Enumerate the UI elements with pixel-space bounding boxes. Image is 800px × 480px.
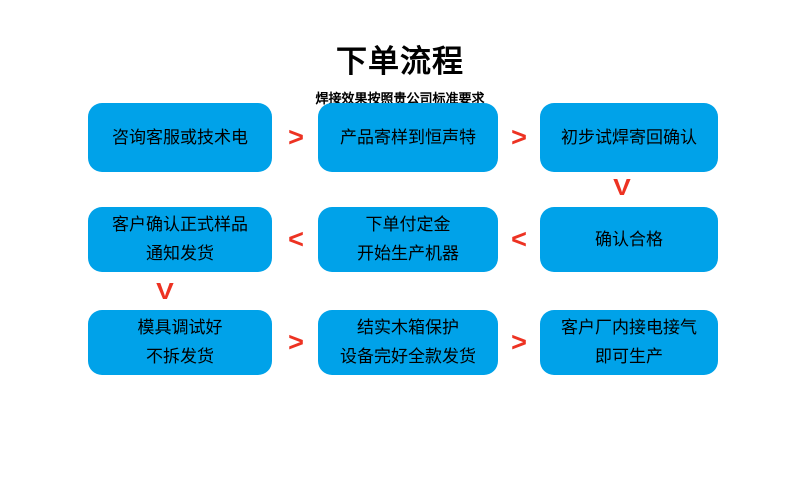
step-confirm-qualified: 确认合格 xyxy=(540,207,718,272)
step-trial-weld-confirm: 初步试焊寄回确认 xyxy=(540,103,718,172)
step-label: 设备完好全款发货 xyxy=(340,347,476,366)
step-send-sample: 产品寄样到恒声特 xyxy=(318,103,498,172)
arrow-left-icon: < xyxy=(511,224,527,254)
step-label: 不拆发货 xyxy=(146,347,214,366)
step-order-pay-deposit: 下单付定金 开始生产机器 xyxy=(318,207,498,272)
step-confirm-official-sample: 客户确认正式样品 通知发货 xyxy=(88,207,272,272)
arrow-right-icon: > xyxy=(288,327,304,357)
arrow-right-icon: > xyxy=(511,122,527,152)
arrow-left-icon: < xyxy=(288,224,304,254)
step-label: 模具调试好 xyxy=(137,318,223,338)
step-label: 产品寄样到恒声特 xyxy=(340,127,476,147)
page-title: 下单流程 xyxy=(336,44,464,79)
step-label: 开始生产机器 xyxy=(357,244,459,263)
page-subtitle: 焊接效果按照贵公司标准要求 xyxy=(315,91,485,106)
step-mold-debugged: 模具调试好 不拆发货 xyxy=(88,310,272,375)
arrow-right-icon: > xyxy=(288,122,304,152)
step-consult-service: 咨询客服或技术电 xyxy=(88,103,272,172)
step-label: 确认合格 xyxy=(595,229,663,249)
step-label: 通知发货 xyxy=(146,244,214,263)
step-label: 即可生产 xyxy=(595,347,663,366)
arrow-right-icon: > xyxy=(511,327,527,357)
step-customer-power-gas: 客户厂内接电接气 即可生产 xyxy=(540,310,718,375)
arrow-down-icon: V xyxy=(156,278,174,304)
step-label: 客户厂内接电接气 xyxy=(561,318,697,338)
arrow-down-icon: V xyxy=(613,174,631,200)
step-label: 下单付定金 xyxy=(365,215,451,235)
flowchart-header: 下单流程 焊接效果按照贵公司标准要求 xyxy=(0,36,800,107)
step-label: 结实木箱保护 xyxy=(357,318,459,338)
step-label: 初步试焊寄回确认 xyxy=(561,127,697,147)
step-label: 客户确认正式样品 xyxy=(112,215,248,235)
step-wooden-crate-ship: 结实木箱保护 设备完好全款发货 xyxy=(318,310,498,375)
step-label: 咨询客服或技术电 xyxy=(112,127,248,147)
